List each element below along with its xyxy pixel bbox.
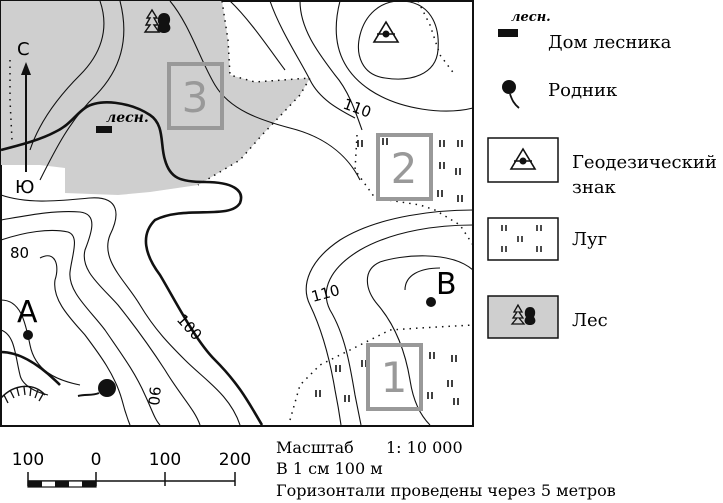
contour-line (0, 194, 241, 426)
legend-forest-box (487, 295, 559, 339)
region-1-label: 1 (381, 353, 408, 402)
geodetic-sign-icon (509, 147, 537, 170)
legend-spring-label: Родник (548, 80, 618, 101)
contour-line (299, 0, 363, 131)
legend-meadow-box (487, 217, 559, 261)
forest-boundary-west (9, 60, 13, 141)
compass-north-label: С (17, 39, 30, 60)
contour-line (0, 211, 201, 426)
contour-line (169, 0, 361, 181)
legend-forester-label: Дом лесника (548, 32, 672, 53)
forest-area (1, 1, 310, 195)
contour-line-index (0, 101, 264, 426)
legend-meadow-label: Луг (572, 229, 607, 250)
scale-tick-label: 100 (149, 450, 181, 470)
legend-forester-abbr: лесн. (511, 10, 551, 25)
region-3: 3 (167, 62, 224, 130)
region-1: 1 (366, 343, 423, 411)
contour-label-90: 90 (144, 386, 164, 407)
region-2: 2 (376, 133, 433, 201)
contour-line (39, 255, 131, 426)
contour-line (404, 267, 441, 291)
spring-icon (502, 80, 520, 109)
dotted-trail (417, 0, 456, 76)
legend-geodetic-label-line2: знак (572, 177, 617, 198)
contour-line (335, 0, 474, 112)
forester-house-icon (96, 126, 112, 133)
region-3-label: 3 (182, 73, 209, 122)
legend-forest-label: Лес (572, 310, 608, 331)
scale-cm-line: В 1 см 100 м (276, 459, 383, 478)
point-b-label: B (436, 267, 457, 302)
scale-title: Масштаб (276, 438, 354, 457)
geodetic-sign-icon (372, 20, 400, 43)
scale-tick-label: 200 (219, 450, 251, 470)
contour-line (29, 0, 105, 151)
contour-line (39, 0, 125, 181)
scale-contour-note: Горизонтали проведены через 5 метров (276, 481, 616, 500)
forest-tree-icon (143, 8, 171, 33)
point-a-label: A (17, 295, 38, 330)
forest-icon (510, 303, 536, 325)
region-2-label: 2 (391, 144, 418, 193)
scale-tick-label: 100 (12, 450, 44, 470)
legend: лесн. Дом лесника Родник Геодезический з… (487, 10, 717, 339)
contour-line (325, 224, 474, 426)
scale-ratio: 1: 10 000 (386, 438, 463, 457)
forester-house-label: лесн. (106, 110, 149, 126)
scale-tick-label: 0 (91, 450, 102, 470)
point-a-marker (23, 330, 33, 340)
contour-label-80: 80 (10, 244, 29, 262)
legend-geodetic-label-line1: Геодезический (572, 152, 717, 173)
contour-line (366, 255, 474, 426)
meadow-boundary-south (289, 324, 474, 421)
ravine-symbol (0, 385, 46, 399)
ravine-hatching (3, 386, 44, 404)
contour-line (229, 0, 286, 71)
spring-icon (77, 379, 116, 397)
compass-south-label: Ю (15, 177, 34, 198)
contour-line (0, 299, 81, 386)
scale-bar: 100 0 100 200 (12, 450, 251, 488)
point-b-marker (426, 297, 436, 307)
contour-line-index (0, 350, 61, 386)
contour-line (357, 0, 439, 80)
contour-line (269, 0, 356, 119)
meadow-icon (501, 225, 542, 252)
forester-house-icon (498, 29, 518, 37)
contour-line (305, 209, 474, 426)
contour-line (0, 229, 161, 426)
meadow-symbols (315, 138, 463, 405)
